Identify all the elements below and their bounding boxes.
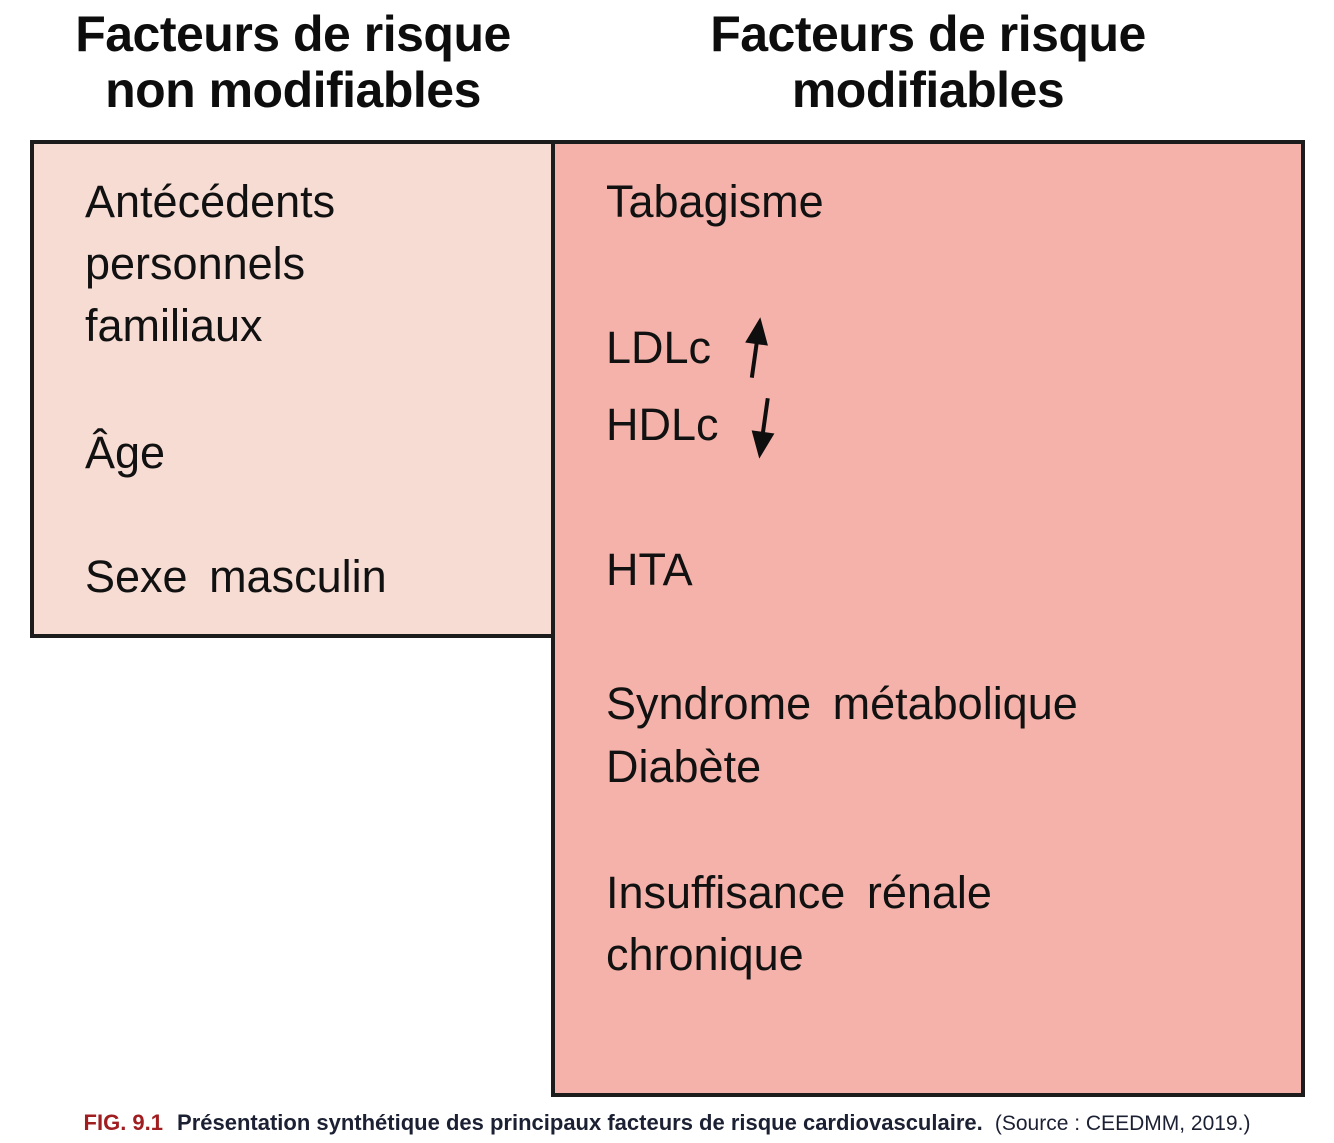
item-insuffisance-line1: Insuffisance rénale bbox=[606, 867, 992, 918]
item-antecedents: Antécédents personnels familiaux bbox=[85, 171, 335, 357]
item-antecedents-line2: personnels bbox=[85, 238, 306, 289]
item-antecedents-line1: Antécédents bbox=[85, 176, 336, 227]
heading-modifiable-line1: Facteurs de risque bbox=[710, 6, 1146, 62]
down-arrow-icon bbox=[744, 395, 782, 461]
item-tabagisme: Tabagisme bbox=[606, 176, 824, 227]
non-modifiable-box: Antécédents personnels familiaux Âge Sex… bbox=[30, 140, 556, 638]
item-insuffisance-line2: chronique bbox=[606, 929, 804, 980]
heading-modifiable: Facteurs de risque modifiables bbox=[551, 6, 1305, 118]
heading-non-modifiable-line1: Facteurs de risque bbox=[75, 6, 511, 62]
item-hta: HTA bbox=[606, 544, 693, 595]
heading-non-modifiable-line2: non modifiables bbox=[105, 62, 481, 118]
figure-caption-source: (Source : CEEDMM, 2019.) bbox=[994, 1112, 1251, 1135]
figure-caption: FIG. 9.1 Présentation synthétique des pri… bbox=[0, 1106, 1334, 1141]
heading-modifiable-line2: modifiables bbox=[791, 62, 1065, 118]
item-hdlc-label: HDLc bbox=[606, 399, 719, 450]
item-syndrome-line1: Syndrome métabolique bbox=[606, 678, 1078, 729]
heading-non-modifiable: Facteurs de risque non modifiables bbox=[30, 6, 556, 118]
item-ldlc-label: LDLc bbox=[606, 322, 712, 373]
up-arrow-icon bbox=[737, 315, 775, 381]
figure-caption-label: FIG. 9.1 bbox=[83, 1110, 164, 1135]
item-insuffisance-renale: Insuffisance rénale chronique bbox=[606, 862, 992, 986]
item-age: Âge bbox=[85, 427, 166, 478]
item-ldlc-row: LDLc bbox=[606, 317, 771, 379]
item-syndrome-diabete: Syndrome métabolique Diabète bbox=[606, 672, 1078, 798]
figure-caption-title: Présentation synthétique des principaux … bbox=[177, 1110, 983, 1135]
item-syndrome-line2: Diabète bbox=[606, 741, 762, 792]
item-antecedents-line3: familiaux bbox=[85, 300, 263, 351]
item-hdlc-row: HDLc bbox=[606, 394, 779, 459]
modifiable-box: Tabagisme LDLc HDLc HTA Syndrome métabol… bbox=[551, 140, 1305, 1097]
item-sexe-masculin: Sexe masculin bbox=[85, 551, 387, 602]
